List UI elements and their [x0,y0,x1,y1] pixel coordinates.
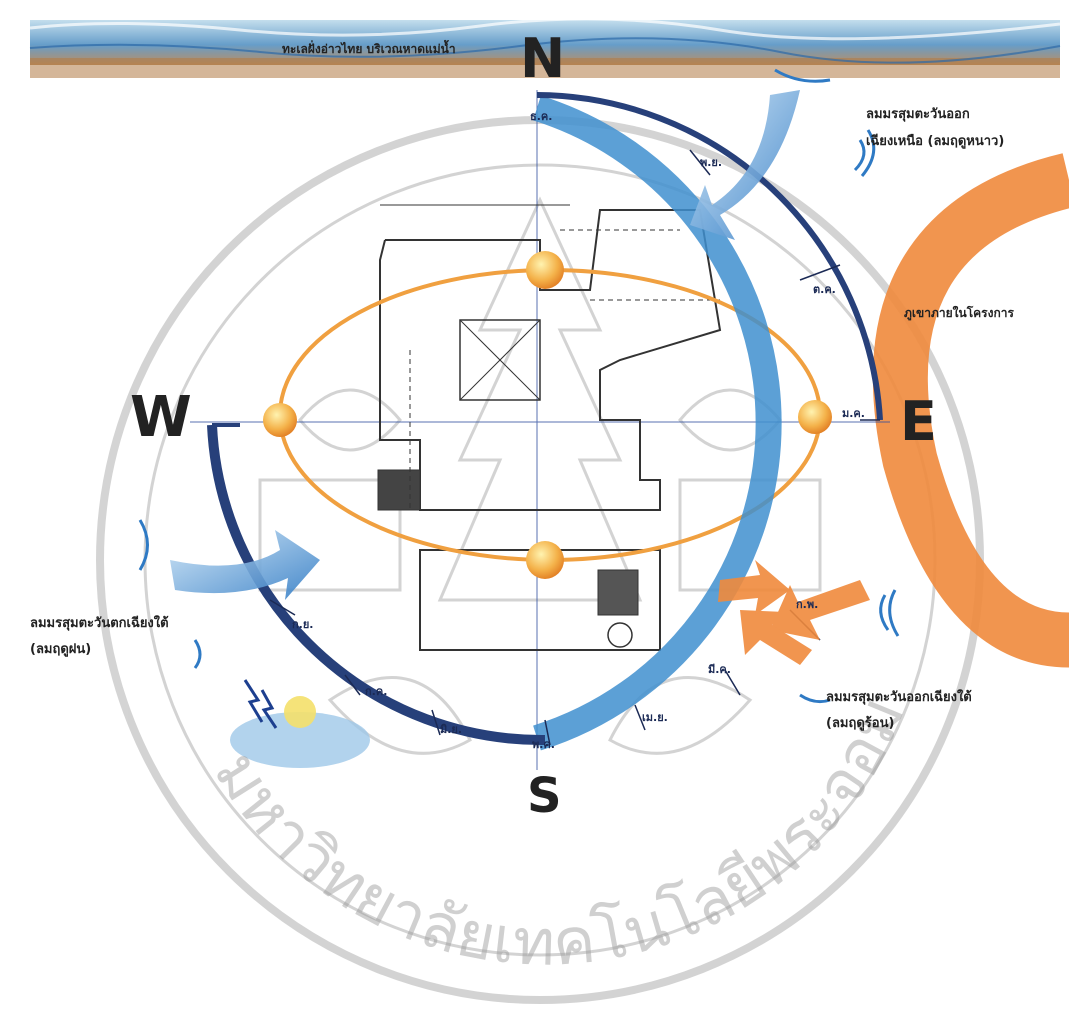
month-feb: ก.พ. [796,598,819,611]
month-jun: มิ.ย. [440,723,463,736]
se-wind-label-line2: (ลมฤดูร้อน) [826,716,895,731]
compass-north: N [520,27,566,90]
month-dec: ธ.ค. [530,110,553,123]
month-jan: ม.ค. [842,407,865,420]
navy-season-arc [536,92,883,421]
month-apr: เม.ย. [642,711,668,724]
month-sep: ก.ย. [292,618,314,631]
sw-wind-label-line2: (ลมฤดูฝน) [30,642,92,657]
sun-south [526,541,564,579]
month-oct: ต.ค. [813,283,836,296]
sw-wind-label-line1: ลมมรสุมตะวันตกเฉียงใต้ [30,616,169,631]
ne-wind-label-line2: เฉียงเหนือ (ลมฤดูหนาว) [866,134,1005,149]
ne-wind-arrow [690,68,876,240]
mountain-arcs [872,153,1069,668]
se-wind-label-line1: ลมมรสุมตะวันออกเฉียงใต้ [826,690,972,705]
sea-strip [29,17,1061,78]
sun-east [798,400,832,434]
month-may: พ.ค. [532,738,555,751]
compass-east: E [900,390,937,453]
sw-wind-arrow [138,519,320,669]
west-season-arc [207,424,546,746]
mountain-label: ภูเขาภายในโครงการ [904,306,1014,320]
sun-west [263,403,297,437]
month-nov: พ.ย. [700,156,723,169]
month-mar: มี.ค. [708,663,731,676]
floor-plan [377,204,722,651]
sea-label: ทะเลฝั่งอ่าวไทย บริเวณหาดแม่น้ำ [282,42,456,56]
sun-north [526,251,564,289]
storm-cloud [230,679,370,768]
ne-wind-label-line1: ลมมรสุมตะวันออก [866,107,970,122]
se-wind-waves [799,589,900,704]
blue-season-arc [533,95,782,751]
se-wind-arrow [718,560,870,665]
compass-south: S [527,768,562,824]
month-jul: ก.ค. [365,685,388,698]
compass-west: W [130,385,192,450]
